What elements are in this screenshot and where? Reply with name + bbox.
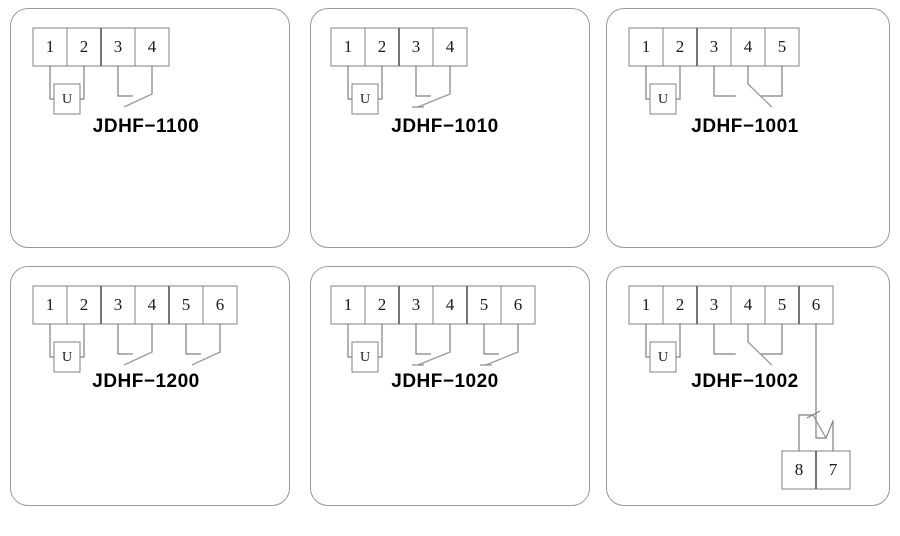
terminal-number: 2 (80, 37, 89, 56)
terminal-number: 2 (378, 37, 387, 56)
coil-label: U (658, 92, 668, 107)
aux-blade-support (825, 420, 834, 439)
coil-label: U (62, 92, 72, 107)
terminal-number: 2 (676, 295, 685, 314)
terminal-number: 6 (514, 295, 523, 314)
terminal-number: 4 (446, 295, 455, 314)
terminal-number: 2 (676, 37, 685, 56)
aux-riser-wires (798, 414, 834, 452)
terminal-number: 4 (744, 295, 753, 314)
model-label: JDHF−1001 (691, 116, 798, 137)
contact-fixed-terminal (415, 65, 431, 97)
coil-box (53, 83, 81, 115)
model-label: JDHF−1100 (93, 116, 199, 137)
coil-wires (49, 65, 85, 100)
model-label: JDHF−1002 (691, 371, 798, 392)
contact-blade (123, 351, 153, 366)
terminal-number: 1 (642, 295, 651, 314)
terminal-number: 5 (778, 295, 787, 314)
coil-label: U (360, 92, 370, 107)
contact-fixed-terminal (713, 323, 736, 355)
coil-box (351, 83, 379, 115)
terminal-number: 3 (114, 37, 123, 56)
wiring-diagram-jdhf-1020: 1 2 3 4 5 6U JDHF−1020 (330, 285, 536, 392)
coil-box (53, 341, 81, 373)
coil-box (351, 341, 379, 373)
contact-blade (417, 351, 451, 366)
terminal-number: 3 (710, 37, 719, 56)
terminal-number: 2 (80, 295, 89, 314)
terminal-number: 2 (378, 295, 387, 314)
terminal-number: 4 (148, 295, 157, 314)
coil-wires (49, 323, 85, 358)
coil-wires (347, 323, 383, 358)
contact-blade (123, 93, 153, 108)
terminal-number: 4 (744, 37, 753, 56)
terminal-number: 6 (216, 295, 225, 314)
terminal-number: 1 (46, 37, 55, 56)
terminal-number: 4 (148, 37, 157, 56)
terminal-number: 3 (412, 295, 421, 314)
model-label: JDHF−1020 (391, 371, 498, 392)
terminal-number: 5 (480, 295, 489, 314)
terminal-number: 4 (446, 37, 455, 56)
terminal-number: 5 (778, 37, 787, 56)
contact-fixed-terminal (713, 65, 736, 97)
coil-label: U (658, 350, 668, 365)
coil-wires (645, 65, 681, 100)
aux-contact-blade (812, 414, 827, 439)
model-label: JDHF−1010 (391, 116, 498, 137)
coil-box (649, 83, 677, 115)
coil-wires (645, 323, 681, 358)
coil-label: U (62, 350, 72, 365)
terminal-number: 3 (114, 295, 123, 314)
terminal-number: 1 (344, 37, 353, 56)
aux-terminal-number: 8 (795, 460, 804, 479)
contact-common-terminal (760, 65, 783, 97)
aux-terminal-number: 7 (829, 460, 838, 479)
contact-fixed-terminal (483, 323, 499, 355)
model-label: JDHF−1200 (92, 371, 199, 392)
aux-feed-wire (815, 323, 827, 439)
terminal-number: 1 (642, 37, 651, 56)
contact-blade (485, 351, 519, 366)
contact-blade (191, 351, 221, 366)
coil-label: U (360, 350, 370, 365)
wiring-diagram-jdhf-1002: 1 2 3 4 5 6U 8 7 JDHF−1002 (628, 285, 851, 490)
wiring-diagram-jdhf-1001: 1 2 3 4 5U JDHF−1001 (628, 27, 800, 137)
terminal-number: 3 (412, 37, 421, 56)
coil-wires (347, 65, 383, 100)
contact-blade (747, 83, 773, 108)
wiring-diagram-jdhf-1200: 1 2 3 4 5 6U JDHF−1200 (32, 285, 238, 392)
contact-fixed-terminal (117, 65, 133, 97)
contact-fixed-terminal (415, 323, 431, 355)
coil-box (649, 341, 677, 373)
contact-fixed-terminal (117, 323, 133, 355)
terminal-number: 1 (46, 295, 55, 314)
wiring-diagram-jdhf-1010: 1 2 3 4U JDHF−1010 (330, 27, 498, 137)
contact-common-terminal (760, 323, 783, 355)
terminal-number: 6 (812, 295, 821, 314)
contact-blade (747, 341, 773, 366)
contact-fixed-terminal (185, 323, 201, 355)
contact-blade (417, 93, 451, 108)
terminal-number: 1 (344, 295, 353, 314)
terminal-number: 3 (710, 295, 719, 314)
terminal-number: 5 (182, 295, 191, 314)
wiring-diagram-jdhf-1100: 1 2 3 4U JDHF−1100 (32, 27, 199, 137)
